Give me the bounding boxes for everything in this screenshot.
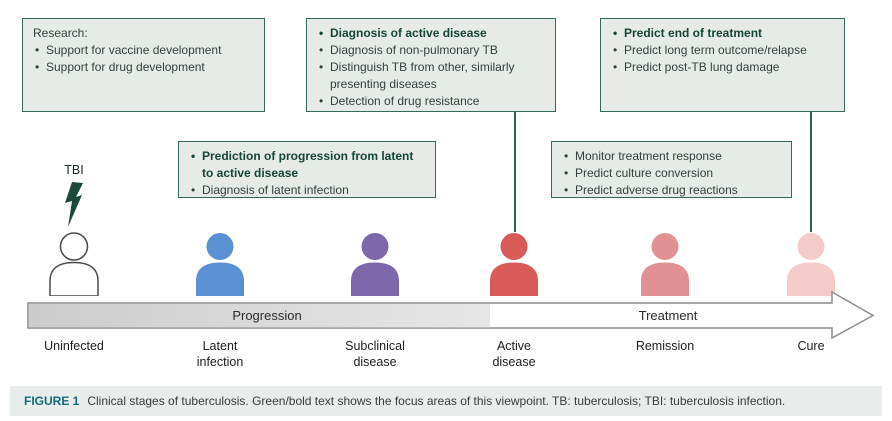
bullet-item: Support for vaccine development [33, 42, 256, 59]
progression-shaded-segment [29, 304, 490, 328]
bullet-item: Predict adverse drug reactions [562, 182, 783, 199]
figure-caption: FIGURE 1 Clinical stages of tuberculosis… [10, 386, 882, 416]
figure-number-label: FIGURE 1 [24, 394, 80, 408]
progression-phase-label: Progression [232, 308, 302, 323]
bullet-item-focus: Diagnosis of active disease [317, 25, 547, 42]
note-box-heading: Research: [33, 26, 88, 40]
note-box-diagnosis-of-active-disease: Diagnosis of active disease Diagnosis of… [306, 18, 556, 112]
bullet-list: Diagnosis of active disease Diagnosis of… [317, 25, 547, 110]
lightning-bolt-icon [65, 182, 83, 227]
person-icon-subclinical-disease [351, 233, 399, 296]
note-box-monitor-treatment: Monitor treatment response Predict cultu… [551, 141, 792, 199]
bullet-item: Predict culture conversion [562, 165, 783, 182]
stage-label-active-disease: Active disease [492, 339, 536, 369]
bullet-item: Diagnosis of non-pulmonary TB [317, 42, 547, 59]
figure-caption-text: Clinical stages of tuberculosis. Green/b… [87, 394, 786, 408]
stage-label-subclinical-disease: Subclinical disease [345, 339, 405, 369]
note-box-research: Research: Support for vaccine developmen… [22, 18, 265, 112]
tbi-label: TBI [64, 163, 84, 177]
stage-label-uninfected: Uninfected [44, 339, 104, 353]
person-icon-active-disease [490, 233, 538, 296]
bullet-item: Predict long term outcome/relapse [611, 42, 836, 59]
bullet-item-focus: Predict end of treatment [611, 25, 836, 42]
connector-line-diagnosis-to-active-disease [514, 112, 516, 232]
timeline-arrow [27, 290, 875, 340]
bullet-item: Distinguish TB from other, similarly pre… [317, 59, 547, 93]
note-box-predict-end-of-treatment: Predict end of treatment Predict long te… [600, 18, 845, 112]
bullet-item: Monitor treatment response [562, 148, 783, 165]
stage-label-latent-infection: Latent infection [196, 339, 244, 369]
bullet-list: Monitor treatment response Predict cultu… [562, 148, 783, 199]
person-icon-remission [641, 233, 689, 296]
bullet-list: Prediction of progression from latent to… [189, 148, 427, 199]
bullet-item: Predict post-TB lung damage [611, 59, 836, 76]
person-icon-cure [787, 233, 835, 296]
bullet-item-focus: Prediction of progression from latent to… [189, 148, 427, 182]
treatment-phase-label: Treatment [638, 308, 698, 323]
person-icon-uninfected [49, 232, 99, 296]
bullet-list: Support for vaccine development Support … [33, 42, 256, 76]
stage-label-remission: Remission [635, 339, 695, 353]
bullet-item: Support for drug development [33, 59, 256, 76]
note-box-prediction-of-progression: Prediction of progression from latent to… [178, 141, 436, 199]
stage-label-cure: Cure [797, 339, 825, 353]
connector-line-predict-end-to-cure [810, 112, 812, 232]
bullet-list: Predict end of treatment Predict long te… [611, 25, 836, 76]
bullet-item: Detection of drug resistance [317, 93, 547, 110]
bullet-item: Diagnosis of latent infection [189, 182, 427, 199]
person-icon-latent-infection [196, 233, 244, 296]
